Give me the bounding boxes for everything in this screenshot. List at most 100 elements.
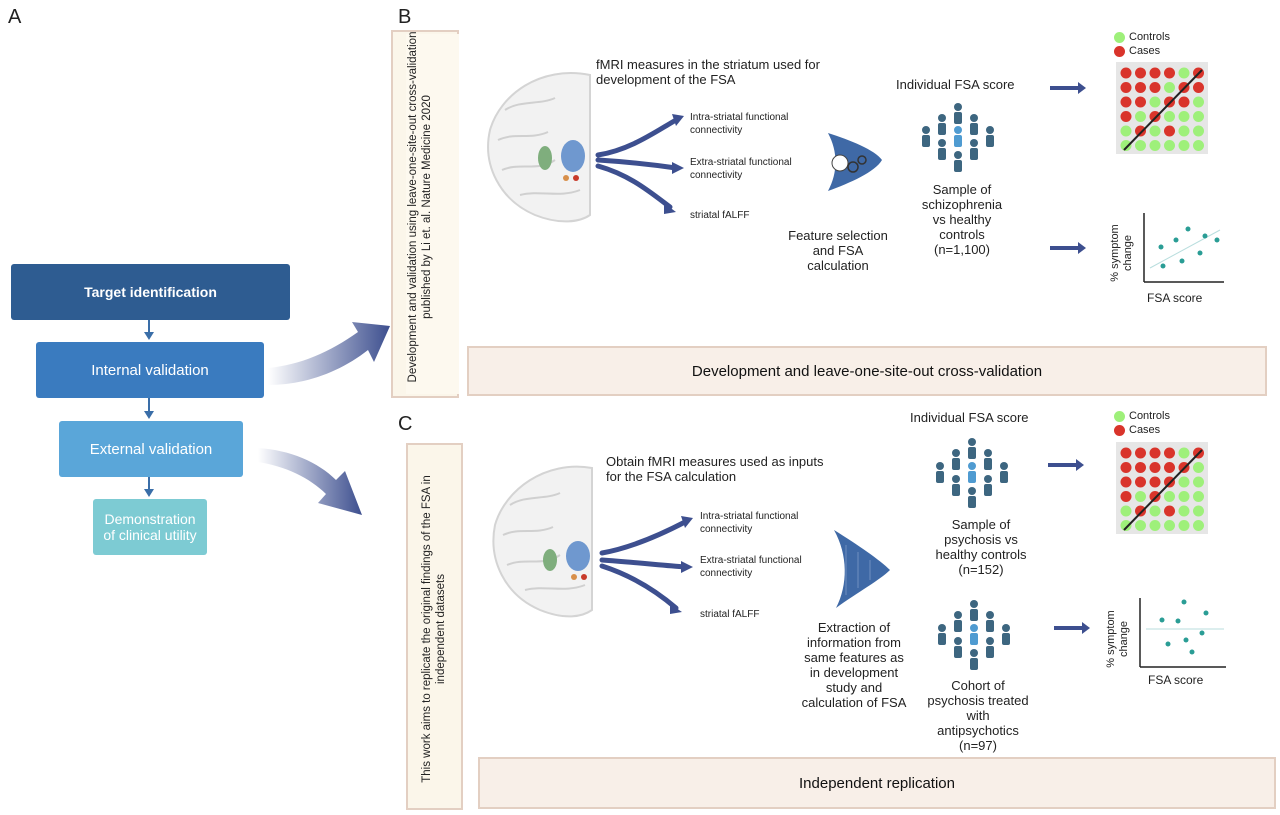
funnel-c: [834, 530, 890, 608]
matrix-dot: [1120, 96, 1132, 108]
internal-validation-box: Internal validation: [36, 342, 264, 398]
matrix-dot: [1135, 476, 1146, 488]
matrix-dot: [1164, 520, 1175, 531]
legend-cases-dot: [1114, 424, 1125, 436]
matrix-dot: [1164, 447, 1175, 459]
matrix-dot: [1149, 140, 1161, 151]
panel-c-measure-1: Intra-striatal functional connectivity: [700, 511, 799, 535]
matrix-dot: [1135, 125, 1146, 137]
panel-b-scatter-ylabel: % symptom change: [1109, 224, 1134, 282]
matrix-dot: [1193, 462, 1204, 473]
matrix-dot: [1193, 111, 1204, 122]
matrix-dot: [1178, 491, 1190, 502]
panel-b-score-label: Individual FSA score: [896, 77, 1015, 92]
panel-b-heading: fMRI measures in the striatum used for d…: [596, 57, 820, 87]
panel-b-banner: Development and leave-one-site-out cross…: [467, 346, 1267, 396]
matrix-dot: [1164, 111, 1175, 122]
legend-controls-c: Controls: [1114, 410, 1170, 422]
panel-b-measure-2: Extra-striatal functional connectivity: [690, 157, 792, 181]
matrix-dot: [1164, 82, 1175, 93]
legend-controls-dot: [1114, 31, 1125, 43]
brain-illustration-c: [492, 465, 593, 618]
panel-c-sample2-text: Cohort of psychosis treated with antipsy…: [927, 678, 1029, 753]
matrix-dot: [1120, 111, 1132, 122]
matrix-dot: [1178, 520, 1190, 531]
panel-b-measure-1: Intra-striatal functional connectivity: [690, 112, 789, 136]
matrix-dot: [1193, 82, 1204, 93]
panel-c-extraction-text: Extraction of information from same feat…: [801, 620, 907, 710]
matrix-dot: [1164, 67, 1175, 79]
panel-b-side-inner: [406, 34, 459, 394]
matrix-dot: [1149, 520, 1161, 531]
matrix-dot: [1149, 67, 1161, 79]
legend-controls-label: Controls: [1129, 410, 1170, 422]
matrix-dot: [1120, 491, 1132, 502]
matrix-dot: [1120, 447, 1132, 459]
matrix-dot: [1149, 505, 1161, 517]
matrix-dot: [1135, 462, 1146, 473]
brain-illustration-b: [487, 72, 591, 223]
matrix-dot: [1149, 82, 1161, 93]
matrix-dot: [1164, 125, 1175, 137]
panel-b-sample-text: Sample of schizophrenia vs healthy contr…: [921, 182, 1003, 257]
panel-c-side-box: [406, 443, 463, 810]
matrix-dot: [1193, 96, 1204, 108]
matrix-dot: [1178, 125, 1190, 137]
matrix-dot: [1149, 125, 1161, 137]
scatter-plot-c: [1139, 598, 1226, 668]
arrow-to-panel-b: [268, 322, 390, 385]
matrix-dot: [1135, 140, 1146, 151]
matrix-dot: [1135, 67, 1146, 79]
panel-c-sample1-text: Sample of psychosis vs healthy controls …: [935, 517, 1027, 577]
panel-c-banner: Independent replication: [478, 757, 1276, 809]
panel-b-scatter-xlabel: FSA score: [1147, 291, 1203, 305]
matrix-dot: [1178, 505, 1190, 517]
people-icon-group-b: [922, 103, 994, 172]
matrix-dot: [1120, 520, 1132, 531]
target-identification-box: Target identification: [11, 264, 290, 320]
scatter-plot-b: [1143, 213, 1224, 283]
arrow-to-panel-c: [258, 448, 362, 515]
panel-c-measure-3: striatal fALFF: [700, 609, 760, 620]
matrix-dot: [1149, 111, 1161, 122]
matrix-dot: [1135, 520, 1146, 531]
panel-b-feature-text: Feature selection and FSA calculation: [788, 228, 888, 273]
matrix-dot: [1135, 82, 1146, 93]
matrix-dot: [1178, 476, 1190, 488]
external-validation-box: External validation: [59, 421, 243, 477]
matrix-dot: [1178, 140, 1190, 151]
matrix-dot: [1135, 491, 1146, 502]
demonstration-box: Demonstration of clinical utility: [93, 499, 207, 555]
matrix-dot: [1149, 96, 1161, 108]
panel-c-scatter-xlabel: FSA score: [1148, 673, 1204, 687]
legend-controls-b: Controls: [1114, 31, 1170, 43]
matrix-dot: [1120, 462, 1132, 473]
matrix-dot: [1193, 505, 1204, 517]
matrix-dot: [1149, 447, 1161, 459]
panel-b-measure-3: striatal fALFF: [690, 210, 750, 221]
classification-matrix-b: [1116, 62, 1208, 154]
matrix-dot: [1135, 505, 1146, 517]
panel-label-a: A: [8, 6, 22, 28]
matrix-dot: [1178, 447, 1190, 459]
matrix-dot: [1149, 476, 1161, 488]
people-icon-group-c1: [936, 438, 1008, 508]
panel-label-c: C: [398, 413, 413, 435]
matrix-dot: [1149, 491, 1161, 502]
legend-cases-label: Cases: [1129, 424, 1161, 436]
matrix-dot: [1164, 491, 1175, 502]
matrix-dot: [1178, 111, 1190, 122]
matrix-dot: [1193, 140, 1204, 151]
matrix-dot: [1120, 476, 1132, 488]
legend-cases-c: Cases: [1114, 424, 1160, 436]
matrix-dot: [1164, 462, 1175, 473]
matrix-dot: [1164, 140, 1175, 151]
matrix-dot: [1120, 125, 1132, 137]
matrix-dot: [1193, 476, 1204, 488]
classification-matrix-c: [1116, 442, 1208, 534]
people-icon-group-c2: [938, 600, 1010, 670]
legend-cases-b: Cases: [1114, 45, 1160, 57]
matrix-dot: [1178, 96, 1190, 108]
